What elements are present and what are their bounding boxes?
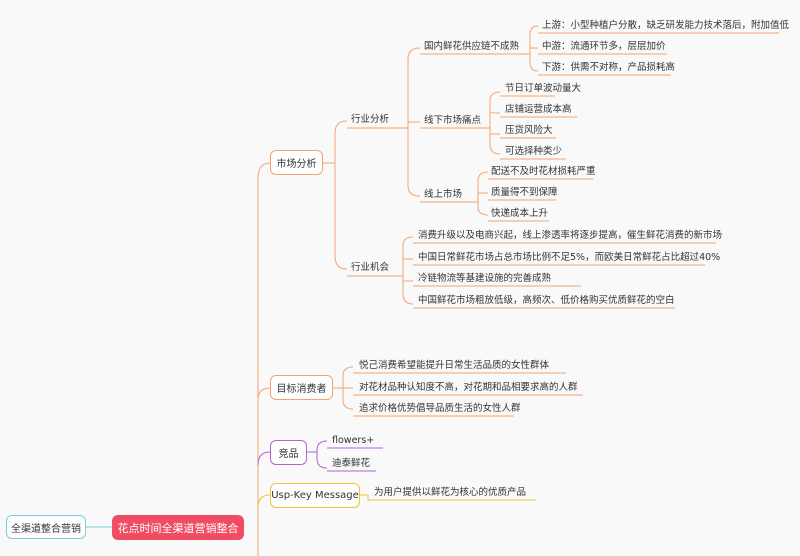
leaf-offline-2[interactable]: 店铺运营成本高 [505, 104, 572, 115]
connector-root-usp [257, 494, 271, 509]
connector-root-branches [257, 162, 271, 530]
leaf-online-3[interactable]: 快递成本上升 [491, 208, 549, 219]
leaf-opportunity-3[interactable]: 冷链物流等基建设施的完善成熟 [418, 273, 552, 284]
connector-root-competitors [257, 451, 271, 466]
connector-root-target [257, 387, 271, 401]
node-opportunity[interactable]: 行业机会 [351, 262, 390, 273]
leaf-domestic-2[interactable]: 中游：流通环节多，层层加价 [542, 41, 666, 52]
node-target[interactable]: 目标消费者 [270, 375, 333, 400]
connector-market-industry [323, 120, 348, 164]
leaf-opportunity-1[interactable]: 消费升级以及电商兴起，线上渗透率将逐步提高，催生鲜花消费的新市场 [418, 230, 723, 241]
root-node[interactable]: 花点时间全渠道营销整合 [112, 515, 244, 540]
leaf-competitor-1[interactable]: flowers+ [332, 435, 375, 446]
leaf-target-1[interactable]: 悦己消费希望能提升日常生活品质的女性群体 [359, 360, 550, 371]
leaf-domestic-1[interactable]: 上游：小型种植户分散，缺乏研发能力技术落后，附加值低 [542, 20, 790, 31]
leaf-opportunity-2[interactable]: 中国日常鲜花市场占总市场比例不足5%，而欧美日常鲜花占比超过40% [418, 252, 721, 263]
node-left[interactable]: 全渠道整合营销 [6, 515, 86, 539]
leaf-offline-4[interactable]: 可选择种类少 [505, 146, 563, 157]
node-domestic[interactable]: 国内鲜花供应链不成熟 [424, 41, 520, 52]
leaf-online-1[interactable]: 配送不及时花材损耗严重 [491, 166, 596, 177]
node-industry[interactable]: 行业分析 [351, 114, 390, 125]
leaf-target-3[interactable]: 追求价格优势倡导品质生活的女性人群 [359, 403, 521, 414]
connector-industry-subs [393, 47, 421, 197]
leaf-usp-1[interactable]: 为用户提供以鲜花为核心的优质产品 [374, 487, 527, 498]
node-usp[interactable]: Usp-Key Message [270, 483, 360, 508]
connector-market-opportunity [334, 163, 348, 270]
leaf-offline-3[interactable]: 压货风险大 [505, 125, 553, 136]
leaf-online-2[interactable]: 质量得不到保障 [491, 187, 558, 198]
leaf-target-2[interactable]: 对花材品种认知度不高，对花期和品相要求高的人群 [359, 382, 578, 393]
leaf-offline-1[interactable]: 节日订单波动量大 [505, 83, 582, 94]
node-competitors[interactable]: 竞品 [270, 440, 307, 465]
leaf-opportunity-4[interactable]: 中国鲜花市场粗放低级，高频次、低价格购买优质鲜花的空白 [418, 295, 675, 306]
leaf-domestic-3[interactable]: 下游：供需不对称，产品损耗高 [542, 62, 676, 73]
node-offline[interactable]: 线下市场痛点 [424, 115, 482, 126]
node-online[interactable]: 线上市场 [424, 189, 463, 200]
leaf-competitor-2[interactable]: 迪泰鲜花 [332, 458, 371, 469]
node-market[interactable]: 市场分析 [270, 150, 323, 175]
